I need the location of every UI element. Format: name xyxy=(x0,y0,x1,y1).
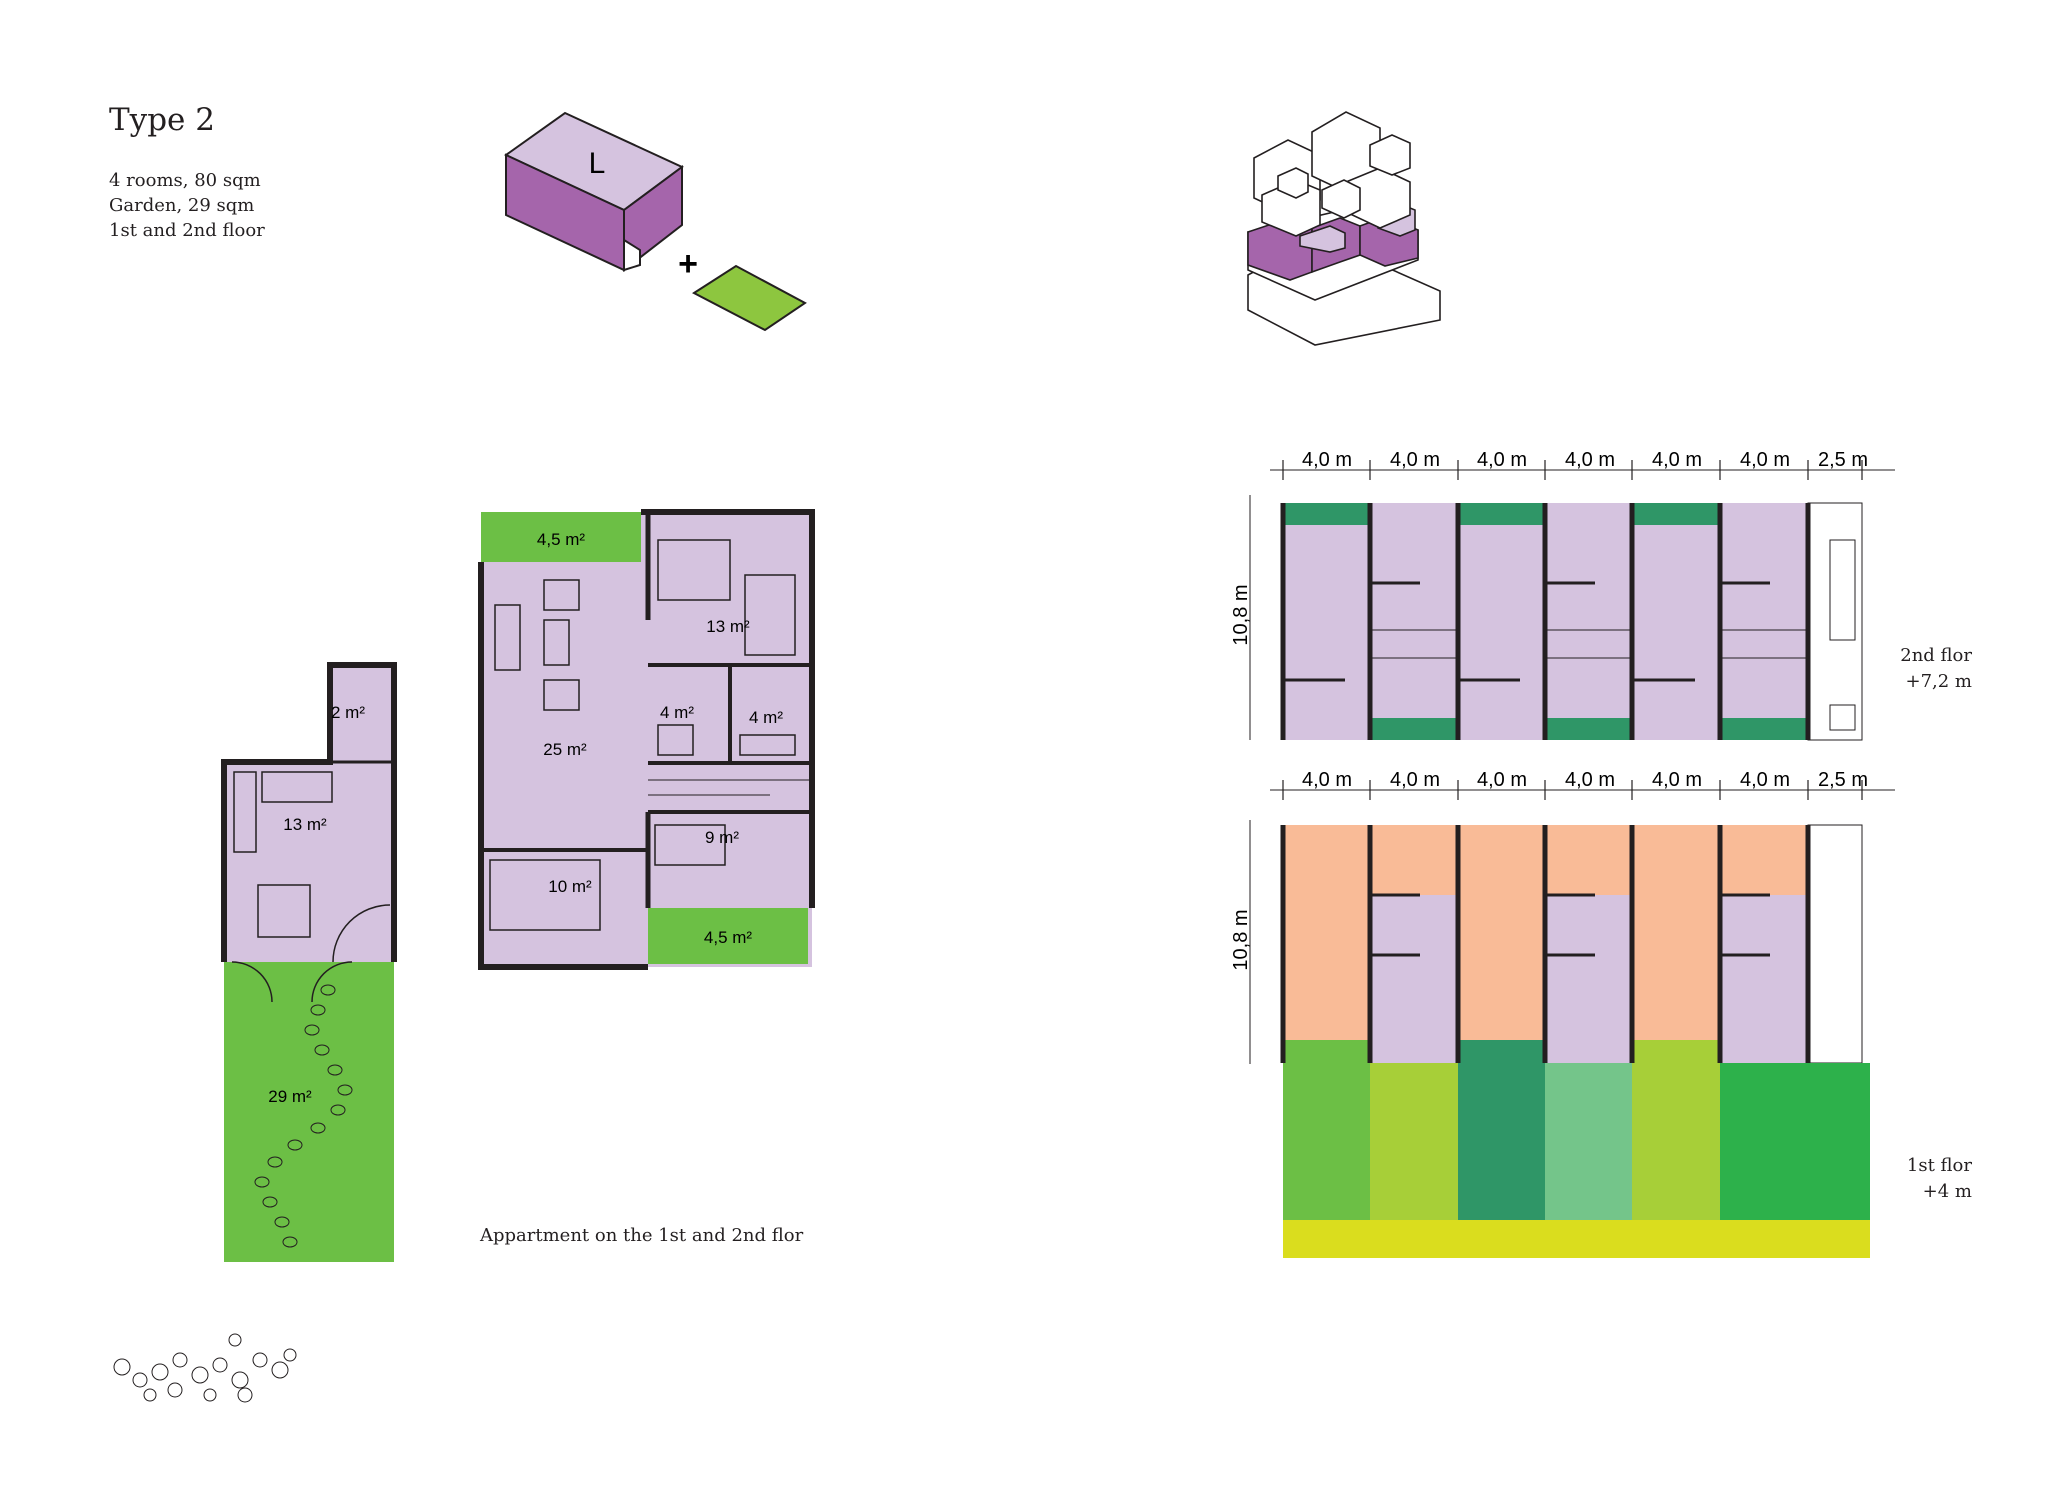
garden-axonometric xyxy=(692,264,807,332)
label-2m2: 2 m² xyxy=(331,703,365,722)
upper-floor-name: 2nd flor xyxy=(1900,645,1972,666)
garden-path-stones xyxy=(254,984,353,1248)
lower-floor-name: 1st flor xyxy=(1906,1155,1972,1176)
dim-lower-3: 4,0 m xyxy=(1565,769,1615,791)
dimension-ticks-lower xyxy=(1282,780,1863,800)
info-rooms: 4 rooms, 80 sqm xyxy=(109,170,261,191)
upper-floor-level: +7,2 m xyxy=(1905,671,1973,692)
dim-lower-6: 2,5 m xyxy=(1818,769,1868,791)
dim-lower-1: 4,0 m xyxy=(1390,769,1440,791)
garden-6 xyxy=(1720,1063,1870,1220)
garden-29 xyxy=(224,962,394,1262)
row-plan-2nd-floor xyxy=(1249,460,1895,741)
unit-info: 4 rooms, 80 sqm Garden, 29 sqm 1st and 2… xyxy=(109,168,265,243)
balcony-top xyxy=(481,512,641,562)
dim-lower-4: 4,0 m xyxy=(1652,769,1702,791)
label-4m2-a: 4 m² xyxy=(660,703,694,722)
info-floors: 1st and 2nd floor xyxy=(109,220,265,241)
dim-lower-5: 4,0 m xyxy=(1740,769,1790,791)
depth-lower: 10,8 m xyxy=(1230,909,1252,970)
garden-2 xyxy=(1370,1063,1458,1220)
label-4m2-b: 4 m² xyxy=(749,708,783,727)
dimension-ticks-upper xyxy=(1282,460,1863,480)
lower-floor-label: 1st flor +4 m xyxy=(1907,1153,1972,1205)
garden-strip xyxy=(1283,1220,1870,1258)
garden-4 xyxy=(1545,1063,1632,1220)
tree-symbols xyxy=(113,1333,297,1403)
room-wc-2 xyxy=(330,665,394,762)
label-balcony-bottom: 4,5 m² xyxy=(704,928,753,947)
info-garden: Garden, 29 sqm xyxy=(109,195,255,216)
unit-axonometric: L + xyxy=(504,111,807,332)
label-balcony-top: 4,5 m² xyxy=(537,530,586,549)
dim-upper-3: 4,0 m xyxy=(1565,449,1615,471)
dim-upper-2: 4,0 m xyxy=(1477,449,1527,471)
dim-upper-6: 2,5 m xyxy=(1818,449,1868,471)
garden-3 xyxy=(1458,1063,1545,1220)
dim-lower-0: 4,0 m xyxy=(1302,769,1352,791)
dim-upper-5: 4,0 m xyxy=(1740,449,1790,471)
label-29m2: 29 m² xyxy=(268,1087,312,1106)
dim-upper-0: 4,0 m xyxy=(1302,449,1352,471)
page-title: Type 2 xyxy=(109,102,215,138)
plus-sign: + xyxy=(678,245,698,283)
dim-upper-4: 4,0 m xyxy=(1652,449,1702,471)
label-13m2-bedroom: 13 m² xyxy=(706,617,750,636)
garden-5 xyxy=(1632,1063,1720,1220)
plan-caption: Appartment on the 1st and 2nd flor xyxy=(480,1225,804,1246)
lower-floor-level: +4 m xyxy=(1922,1181,1972,1202)
plan-first-floor: 2 m² 13 m² 29 m² xyxy=(221,662,397,1262)
room-living-25 xyxy=(481,562,641,967)
label-25m2: 25 m² xyxy=(543,740,587,759)
building-axonometric xyxy=(1247,111,1441,346)
label-10m2: 10 m² xyxy=(548,877,592,896)
dim-upper-1: 4,0 m xyxy=(1390,449,1440,471)
depth-upper: 10,8 m xyxy=(1230,584,1252,645)
room-east xyxy=(641,512,812,967)
label-13m2-kitchen: 13 m² xyxy=(283,815,327,834)
label-9m2: 9 m² xyxy=(705,828,739,847)
garden-1 xyxy=(1283,1063,1370,1220)
upper-floor-label: 2nd flor +7,2 m xyxy=(1900,643,1972,695)
balcony-bottom xyxy=(648,908,808,964)
unit-label: L xyxy=(589,147,606,180)
plan-second-floor: 4,5 m² 13 m² 25 m² 4 m² 4 m² 9 m² 10 m² … xyxy=(478,509,815,970)
room-kitchen-13 xyxy=(224,762,394,962)
dim-lower-2: 4,0 m xyxy=(1477,769,1527,791)
row-plan-1st-floor xyxy=(1249,780,1895,1258)
